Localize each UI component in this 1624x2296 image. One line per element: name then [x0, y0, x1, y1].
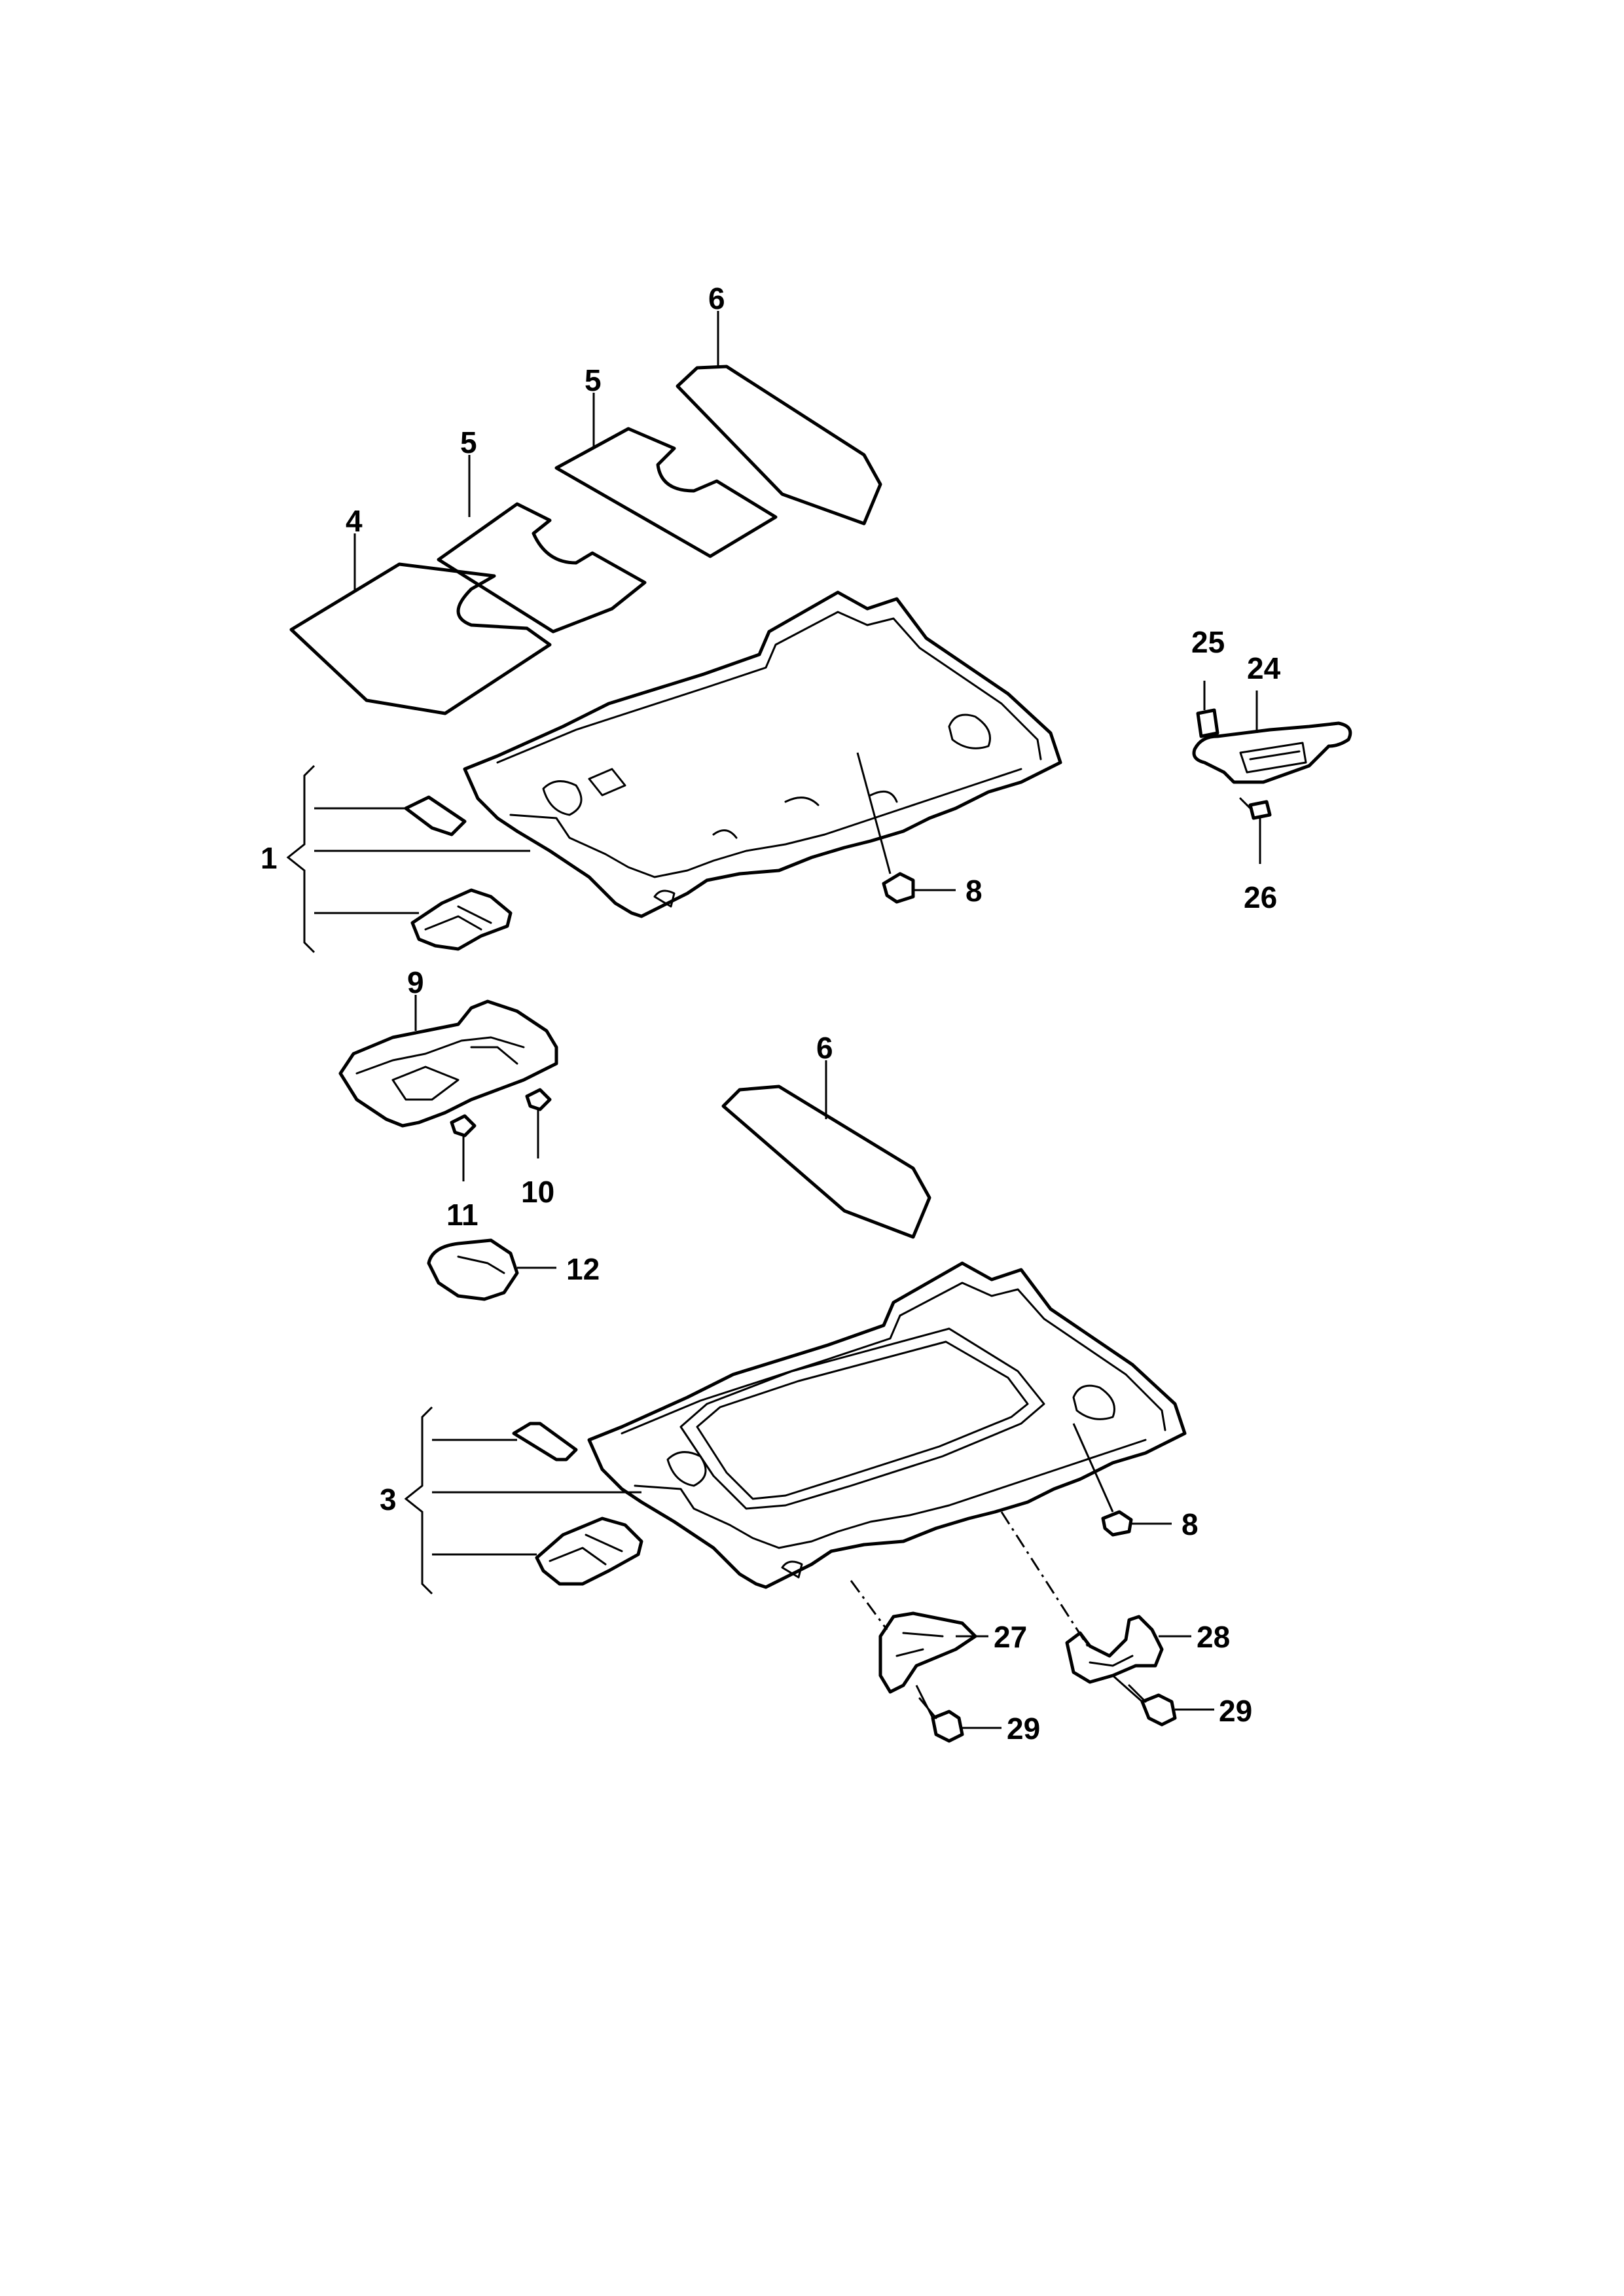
label-27: 27 — [994, 1620, 1027, 1654]
bracket-3 — [404, 1406, 433, 1595]
label-8-lower: 8 — [1182, 1507, 1199, 1541]
headliner-upper — [463, 590, 1062, 918]
insulation-6-upper — [676, 365, 882, 526]
label-12: 12 — [566, 1252, 600, 1286]
clip-8-lower — [1101, 1510, 1133, 1537]
bracket-28 — [1065, 1615, 1164, 1684]
screw-11 — [450, 1114, 477, 1138]
handle-24 — [1192, 721, 1352, 784]
label-25: 25 — [1191, 625, 1225, 659]
clip-8-upper — [882, 872, 915, 904]
label-1: 1 — [261, 841, 278, 875]
label-10: 10 — [521, 1175, 554, 1209]
label-5-right: 5 — [585, 363, 602, 397]
pad-4 — [289, 562, 552, 715]
label-6-lower: 6 — [816, 1031, 833, 1065]
screw-26 — [1239, 797, 1272, 820]
bracket-1 — [286, 764, 316, 954]
insulation-6-lower — [721, 1085, 931, 1239]
console-9 — [338, 999, 558, 1128]
label-28: 28 — [1197, 1620, 1230, 1654]
lamp-12 — [427, 1238, 519, 1301]
label-4: 4 — [346, 504, 363, 538]
label-29-left: 29 — [1007, 1712, 1040, 1746]
visor-cover-3a — [512, 1422, 578, 1462]
console-3b — [535, 1516, 643, 1586]
screw-29-right — [1128, 1684, 1177, 1727]
label-9: 9 — [407, 965, 424, 999]
label-11: 11 — [446, 1198, 478, 1232]
pad-5-left — [437, 502, 647, 634]
label-3: 3 — [380, 1482, 397, 1516]
console-1b — [410, 888, 513, 951]
pad-5-right — [554, 427, 778, 558]
label-24: 24 — [1247, 651, 1281, 685]
visor-cover-1a — [404, 795, 467, 836]
label-5-left: 5 — [460, 425, 477, 459]
label-6-upper: 6 — [708, 281, 725, 315]
bracket-27 — [878, 1611, 977, 1694]
label-26: 26 — [1244, 880, 1277, 914]
headliner-lower — [587, 1261, 1187, 1589]
label-8-upper: 8 — [965, 874, 983, 908]
screw-10 — [525, 1088, 552, 1111]
clip-25 — [1196, 708, 1219, 738]
label-29-right: 29 — [1219, 1694, 1252, 1728]
